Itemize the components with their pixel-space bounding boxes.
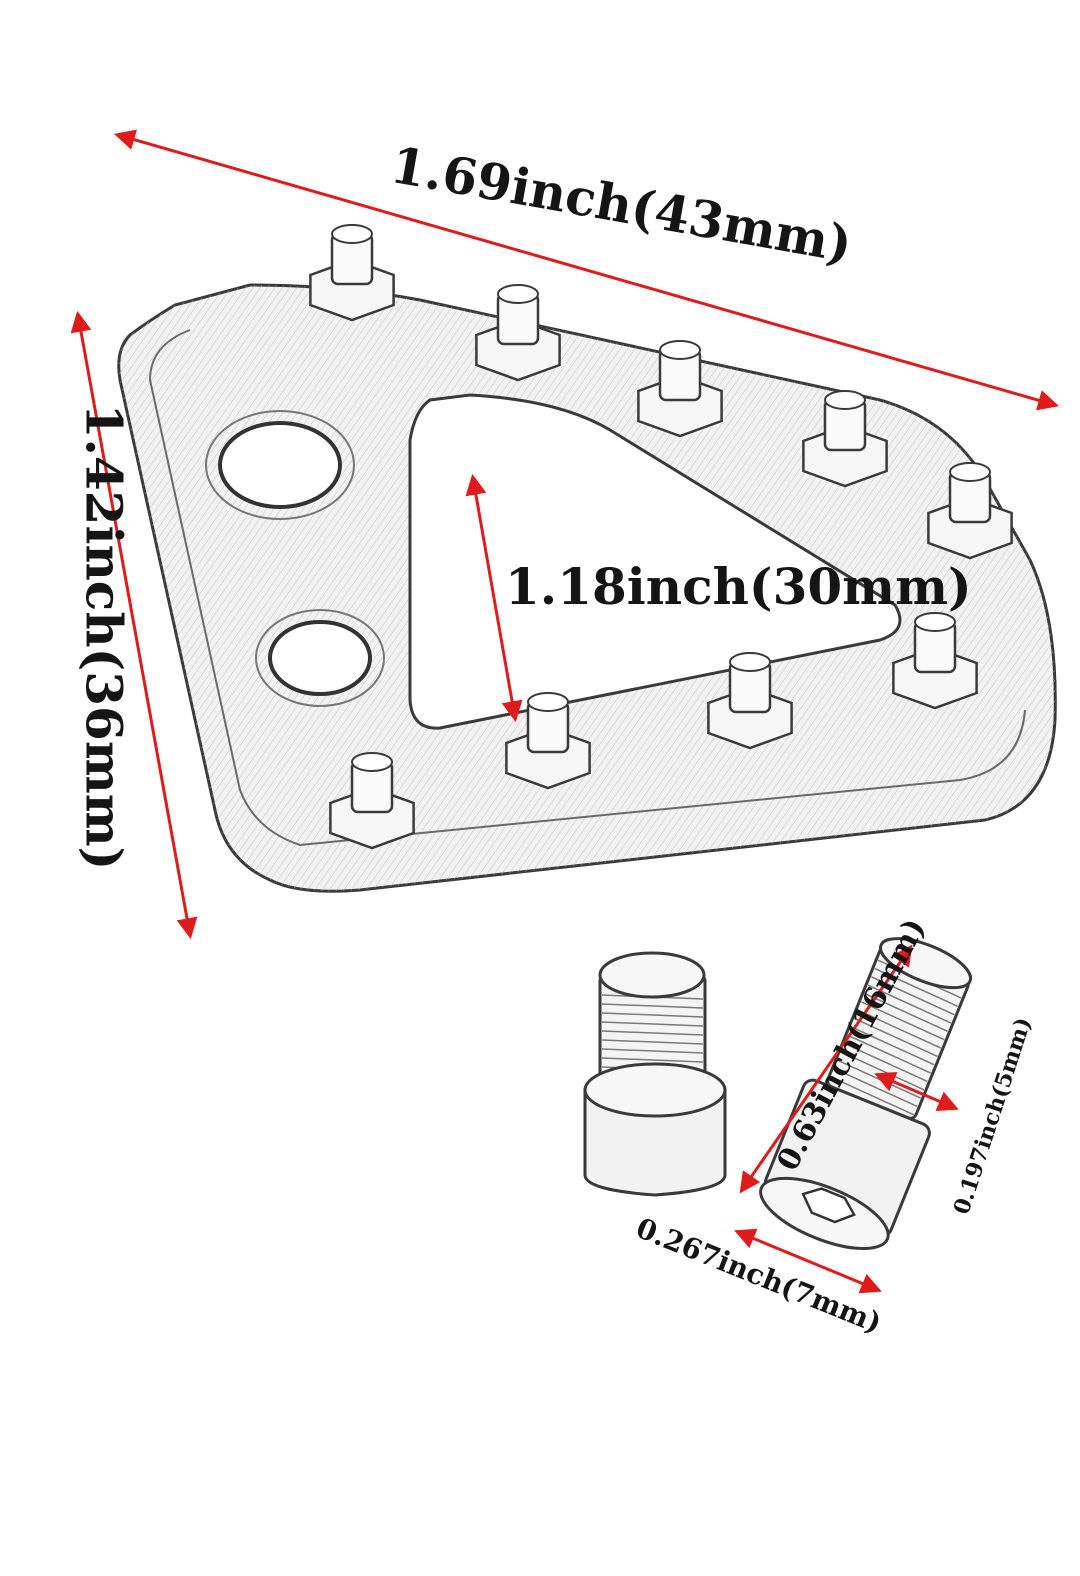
dimension-arrows xyxy=(70,129,1060,1294)
mounting-hole-upper-rim xyxy=(205,410,355,520)
stud-1 xyxy=(309,224,395,322)
arrow-bolt-diameter xyxy=(874,1071,959,1112)
stud-8 xyxy=(707,652,793,750)
label-inner-opening: 1.18inch(30mm) xyxy=(505,557,972,616)
stud-9 xyxy=(892,612,978,710)
bolt-upright xyxy=(583,951,727,1197)
arrow-overall-height xyxy=(70,310,198,940)
mounting-hole-upper xyxy=(218,421,342,509)
mounting-hole-lower xyxy=(268,620,372,696)
label-overall-height: 1.42inch(36mm) xyxy=(74,403,134,871)
stud-5 xyxy=(927,462,1013,560)
stud-6 xyxy=(329,752,415,850)
mounting-hole-lower-rim xyxy=(255,609,385,707)
arrow-inner-opening xyxy=(465,473,523,723)
stud-4 xyxy=(802,390,888,488)
stud-2 xyxy=(475,284,561,382)
arrow-bolt-length xyxy=(739,944,913,1194)
stud-7 xyxy=(505,692,591,790)
arrow-overall-width xyxy=(113,129,1060,411)
arrow-head-diameter xyxy=(734,1228,882,1294)
